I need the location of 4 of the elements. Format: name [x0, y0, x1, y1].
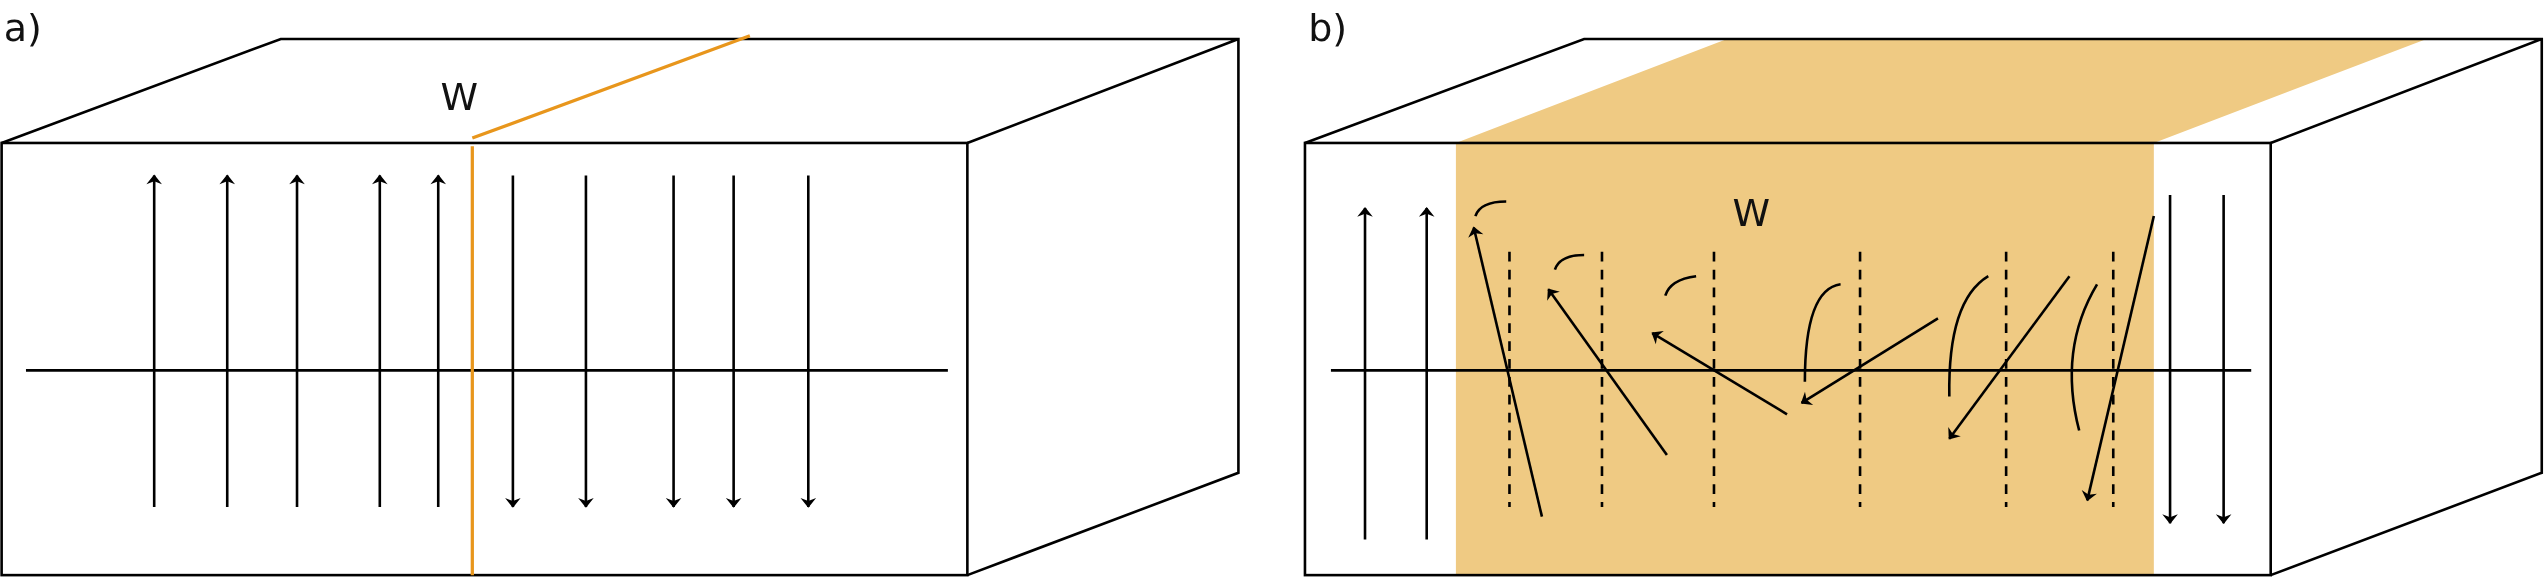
panel-label: W	[440, 78, 479, 117]
panel-label: a)	[3, 8, 42, 47]
panel-label: b)	[1308, 8, 1348, 47]
panel-label: W	[1732, 193, 1771, 232]
